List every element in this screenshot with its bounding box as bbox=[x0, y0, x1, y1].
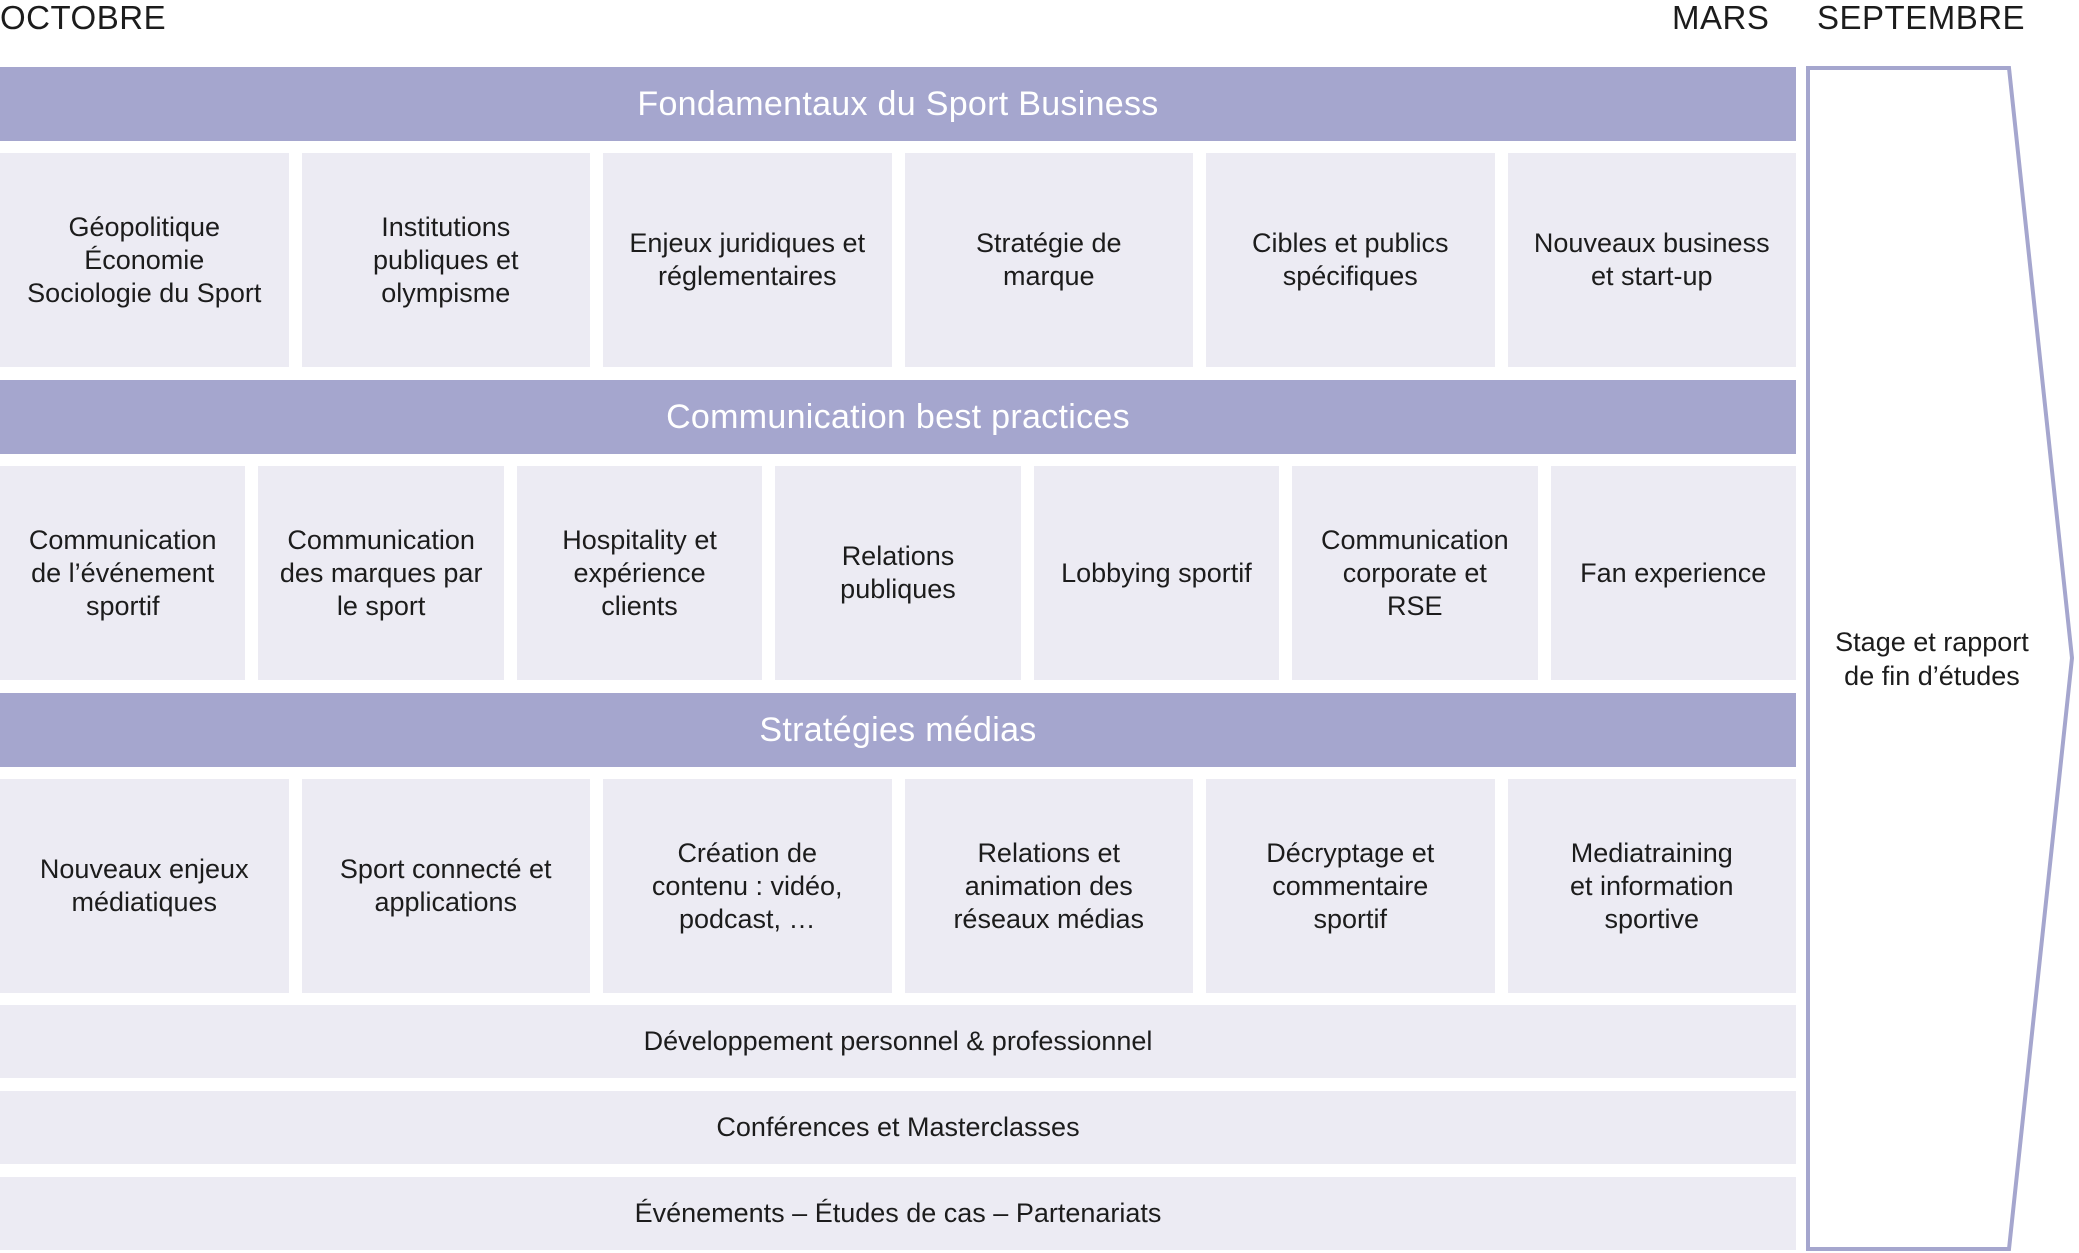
module-cell: Institutions publiques et olympisme bbox=[301, 153, 590, 367]
module-cell: Relations publiques bbox=[775, 466, 1021, 680]
module-cell: Hospitality et expérience clients bbox=[516, 466, 763, 680]
section-header-communication: Communication best practices bbox=[0, 380, 1796, 454]
transversal-conferences: Conférences et Masterclasses bbox=[0, 1091, 1796, 1164]
module-cell: Sport connecté et applications bbox=[301, 779, 590, 993]
final-phase-label: Stage et rapport de fin d’études bbox=[1835, 627, 2029, 691]
module-cell: Géopolitique Économie Sociologie du Spor… bbox=[0, 153, 289, 367]
module-cell: Communication des marques par le sport bbox=[258, 466, 504, 680]
module-cell: Enjeux juridiques et réglementaires bbox=[603, 153, 892, 367]
module-cell: Fan experience bbox=[1550, 466, 1796, 680]
module-cell: Communication de l’événement sportif bbox=[0, 466, 246, 680]
transversal-developpement: Développement personnel & professionnel bbox=[0, 1005, 1796, 1078]
module-cell: Relations et animation des réseaux média… bbox=[904, 779, 1193, 993]
module-row-communication: Communication de l’événement sportif Com… bbox=[0, 466, 1796, 680]
section-header-fondamentaux: Fondamentaux du Sport Business bbox=[0, 67, 1796, 141]
timeline-end-label: SEPTEMBRE bbox=[1817, 0, 2026, 36]
timeline-start-label: OCTOBRE bbox=[0, 0, 167, 36]
transversal-evenements: Événements – Études de cas – Partenariat… bbox=[0, 1177, 1796, 1250]
module-cell: Lobbying sportif bbox=[1033, 466, 1280, 680]
timeline-middle-label: MARS bbox=[1672, 0, 1770, 36]
module-cell: Décryptage et commentaire sportif bbox=[1206, 779, 1495, 993]
module-cell: Nouveaux enjeux médiatiques bbox=[0, 779, 289, 993]
module-cell: Cibles et publics spécifiques bbox=[1206, 153, 1495, 367]
module-row-medias: Nouveaux enjeux médiatiques Sport connec… bbox=[0, 779, 1796, 993]
final-phase-arrow bbox=[1806, 66, 2075, 1251]
section-header-medias: Stratégies médias bbox=[0, 693, 1796, 767]
module-cell: Mediatraining et information sportive bbox=[1507, 779, 1796, 993]
module-cell: Nouveaux business et start-up bbox=[1507, 153, 1796, 367]
module-cell: Stratégie de marque bbox=[904, 153, 1193, 367]
module-row-fondamentaux: Géopolitique Économie Sociologie du Spor… bbox=[0, 153, 1796, 367]
module-cell: Création de contenu : vidéo, podcast, … bbox=[603, 779, 892, 993]
module-cell: Communication corporate et RSE bbox=[1292, 466, 1538, 680]
